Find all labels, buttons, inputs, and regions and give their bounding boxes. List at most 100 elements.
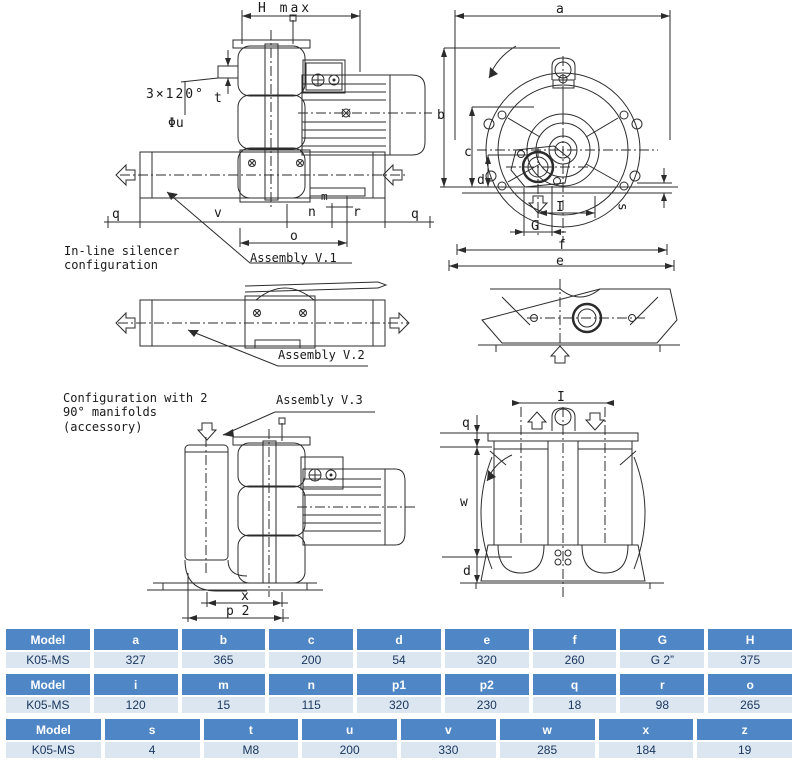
assembly-v2-label: Assembly V.2 (278, 348, 365, 362)
front-view-drawing (440, 10, 678, 271)
dim-label-n: n (308, 205, 316, 220)
header-cell: f (532, 629, 617, 650)
table-header-row: Model a b c d e f G H (6, 629, 793, 650)
flow-arrow-down-icon (584, 412, 606, 431)
data-cell: 375 (708, 652, 793, 668)
data-cell: 330 (401, 742, 496, 758)
header-cell: r (620, 674, 705, 695)
table-data-row: K05-MS 327 365 200 54 320 260 G 2” 375 (6, 652, 793, 668)
flow-arrow-right-icon (389, 311, 410, 335)
data-cell: 200 (269, 652, 354, 668)
dim-label-v: v (214, 206, 222, 221)
dim-label-w-manifold: w (460, 495, 468, 510)
header-cell: Model (6, 629, 90, 650)
dim-label-phi-u: Φu (168, 116, 184, 131)
flow-arrow-down-icon (527, 195, 549, 214)
header-cell: Model (6, 674, 90, 695)
manifold-side-view-drawing (147, 411, 417, 622)
header-cell: v (401, 719, 496, 740)
data-cell: 320 (357, 697, 441, 713)
dim-label-i-manifold: I (557, 390, 565, 405)
header-cell: o (708, 674, 793, 695)
data-cell: 365 (181, 652, 266, 668)
data-cell: 260 (532, 652, 617, 668)
data-cell: G 2” (620, 652, 705, 668)
header-cell: x (598, 719, 694, 740)
header-cell: p2 (444, 674, 529, 695)
header-cell: w (499, 719, 595, 740)
dim-label-p2: p 2 (226, 604, 250, 619)
assembly-v3-label: Assembly V.3 (276, 393, 363, 407)
header-cell: a (93, 629, 178, 650)
dim-label-a: a (556, 2, 564, 17)
table-data-row: K05-MS 4 M8 200 330 285 184 19 (6, 742, 792, 758)
header-cell: H (708, 629, 793, 650)
silencer-assembly-drawing (115, 281, 410, 367)
flow-arrow-up-icon (549, 345, 571, 364)
dim-label-h-max: H max (258, 1, 313, 16)
data-cell: 115 (269, 697, 354, 713)
data-cell: 230 (444, 697, 529, 713)
side-view-drawing (104, 10, 434, 264)
header-cell: n (269, 674, 354, 695)
data-cell: 327 (93, 652, 178, 668)
dim-label-q-manifold: q (462, 416, 470, 431)
data-cell: 285 (499, 742, 595, 758)
data-cell: 265 (708, 697, 793, 713)
data-cell: K05-MS (6, 697, 90, 713)
table-header-row: Model s t u v w x z (6, 719, 792, 740)
dim-label-c: c (464, 145, 472, 160)
header-cell: d (357, 629, 441, 650)
dim-label-r: r (353, 205, 361, 220)
dim-label-b: b (437, 108, 445, 123)
dim-label-d-manifold: d (463, 564, 471, 579)
caption-inline-silencer: In-line silencer configuration (64, 244, 180, 273)
flow-arrow-left-icon (115, 311, 136, 335)
header-cell: s (104, 719, 200, 740)
dim-label-o: o (290, 229, 298, 244)
data-cell: 98 (620, 697, 705, 713)
data-cell: 184 (598, 742, 694, 758)
dim-label-e: e (556, 254, 564, 269)
caption-manifold-config: Configuration with 2 90° manifolds (acce… (63, 391, 208, 434)
flow-arrow-left-icon (115, 163, 136, 187)
dim-label-g: G (531, 219, 539, 234)
dimensions-table: Model a b c d e f G H K05-MS 327 365 200… (6, 629, 793, 764)
dim-label-i: I (556, 200, 564, 215)
dim-label-angle: 3×120° (146, 87, 205, 102)
data-cell: M8 (203, 742, 299, 758)
table-data-row: K05-MS 120 15 115 320 230 18 98 265 (6, 697, 793, 713)
data-cell: 200 (302, 742, 397, 758)
flow-arrow-right-icon (382, 163, 403, 187)
data-cell: K05-MS (6, 652, 90, 668)
header-cell: q (532, 674, 617, 695)
table-group: Model a b c d e f G H K05-MS 327 365 200… (6, 629, 793, 668)
dim-label-q-right: q (411, 207, 419, 222)
partial-view-drawing (478, 279, 680, 364)
data-cell: 54 (357, 652, 441, 668)
header-cell: i (93, 674, 178, 695)
data-cell: 120 (93, 697, 178, 713)
data-cell: 15 (181, 697, 266, 713)
header-cell: c (269, 629, 354, 650)
header-cell: m (181, 674, 266, 695)
table-group: Model i m n p1 p2 q r o K05-MS 120 15 11… (6, 674, 793, 713)
header-cell: Model (6, 719, 101, 740)
header-cell: b (181, 629, 266, 650)
header-cell: u (302, 719, 397, 740)
data-cell: 320 (444, 652, 529, 668)
assembly-v1-label: Assembly V.1 (250, 251, 337, 265)
dim-label-d: d (477, 173, 485, 188)
header-cell: p1 (357, 674, 441, 695)
flow-arrow-down-icon (196, 422, 218, 441)
header-cell: z (697, 719, 792, 740)
header-cell: e (444, 629, 529, 650)
data-cell: 4 (104, 742, 200, 758)
dim-label-x: x (241, 589, 249, 604)
dim-label-m: m (321, 190, 328, 203)
table-group: Model s t u v w x z K05-MS 4 M8 200 330 … (6, 719, 792, 758)
header-cell: G (620, 629, 705, 650)
dim-label-q-left: q (112, 207, 120, 222)
manifold-front-view-drawing (440, 400, 664, 597)
data-cell: K05-MS (6, 742, 101, 758)
